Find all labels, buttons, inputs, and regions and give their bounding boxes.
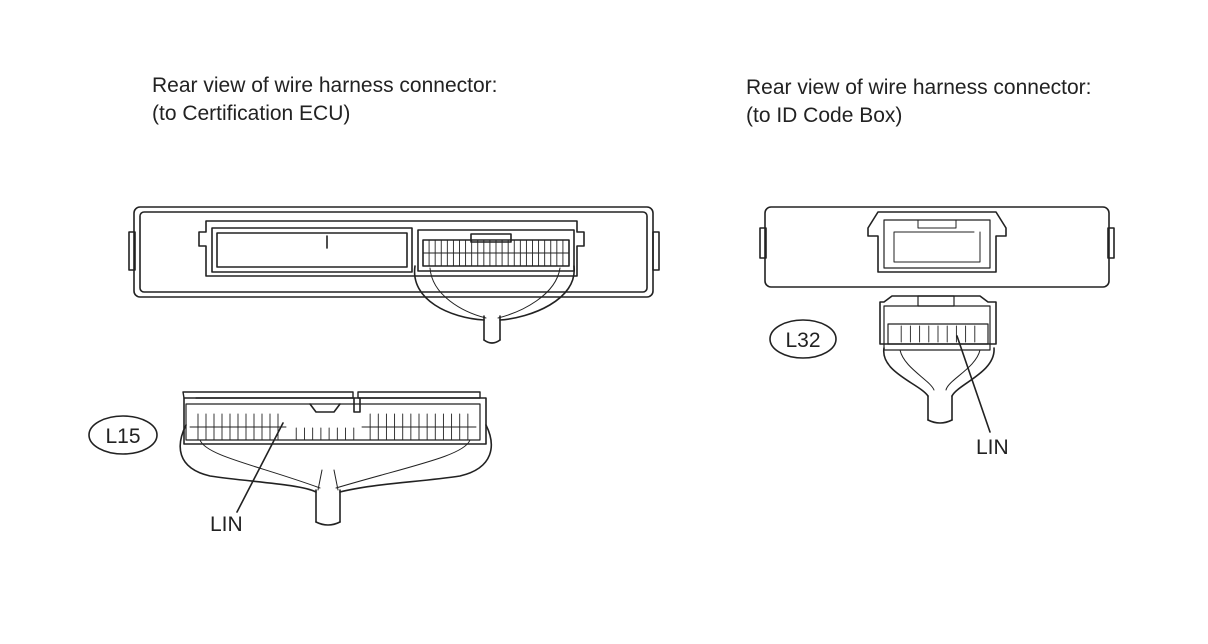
l32-badge-text: L32 [785, 329, 820, 352]
ecu-connector-title-line1: Rear view of wire harness connector: [152, 74, 498, 97]
connector-l15 [179, 391, 493, 526]
certification-ecu-housing [128, 206, 660, 344]
l32-lin-label: LIN [976, 436, 1009, 459]
l15-connector-badge: L15 [88, 415, 158, 455]
l32-connector-pins [900, 325, 976, 343]
ecu-connector-title-line2: (to Certification ECU) [152, 102, 351, 125]
l32-connector-badge: L32 [769, 319, 837, 359]
l15-badge-text: L15 [105, 425, 140, 448]
l15-lin-label: LIN [210, 513, 243, 536]
ecu-socket-pins [422, 239, 570, 267]
idbox-connector-title-line1: Rear view of wire harness connector: [746, 76, 1092, 99]
idbox-connector-title-line2: (to ID Code Box) [746, 104, 903, 127]
id-code-box-housing [759, 206, 1115, 288]
l15-connector-pins [189, 413, 477, 441]
connector-l32 [879, 295, 997, 433]
